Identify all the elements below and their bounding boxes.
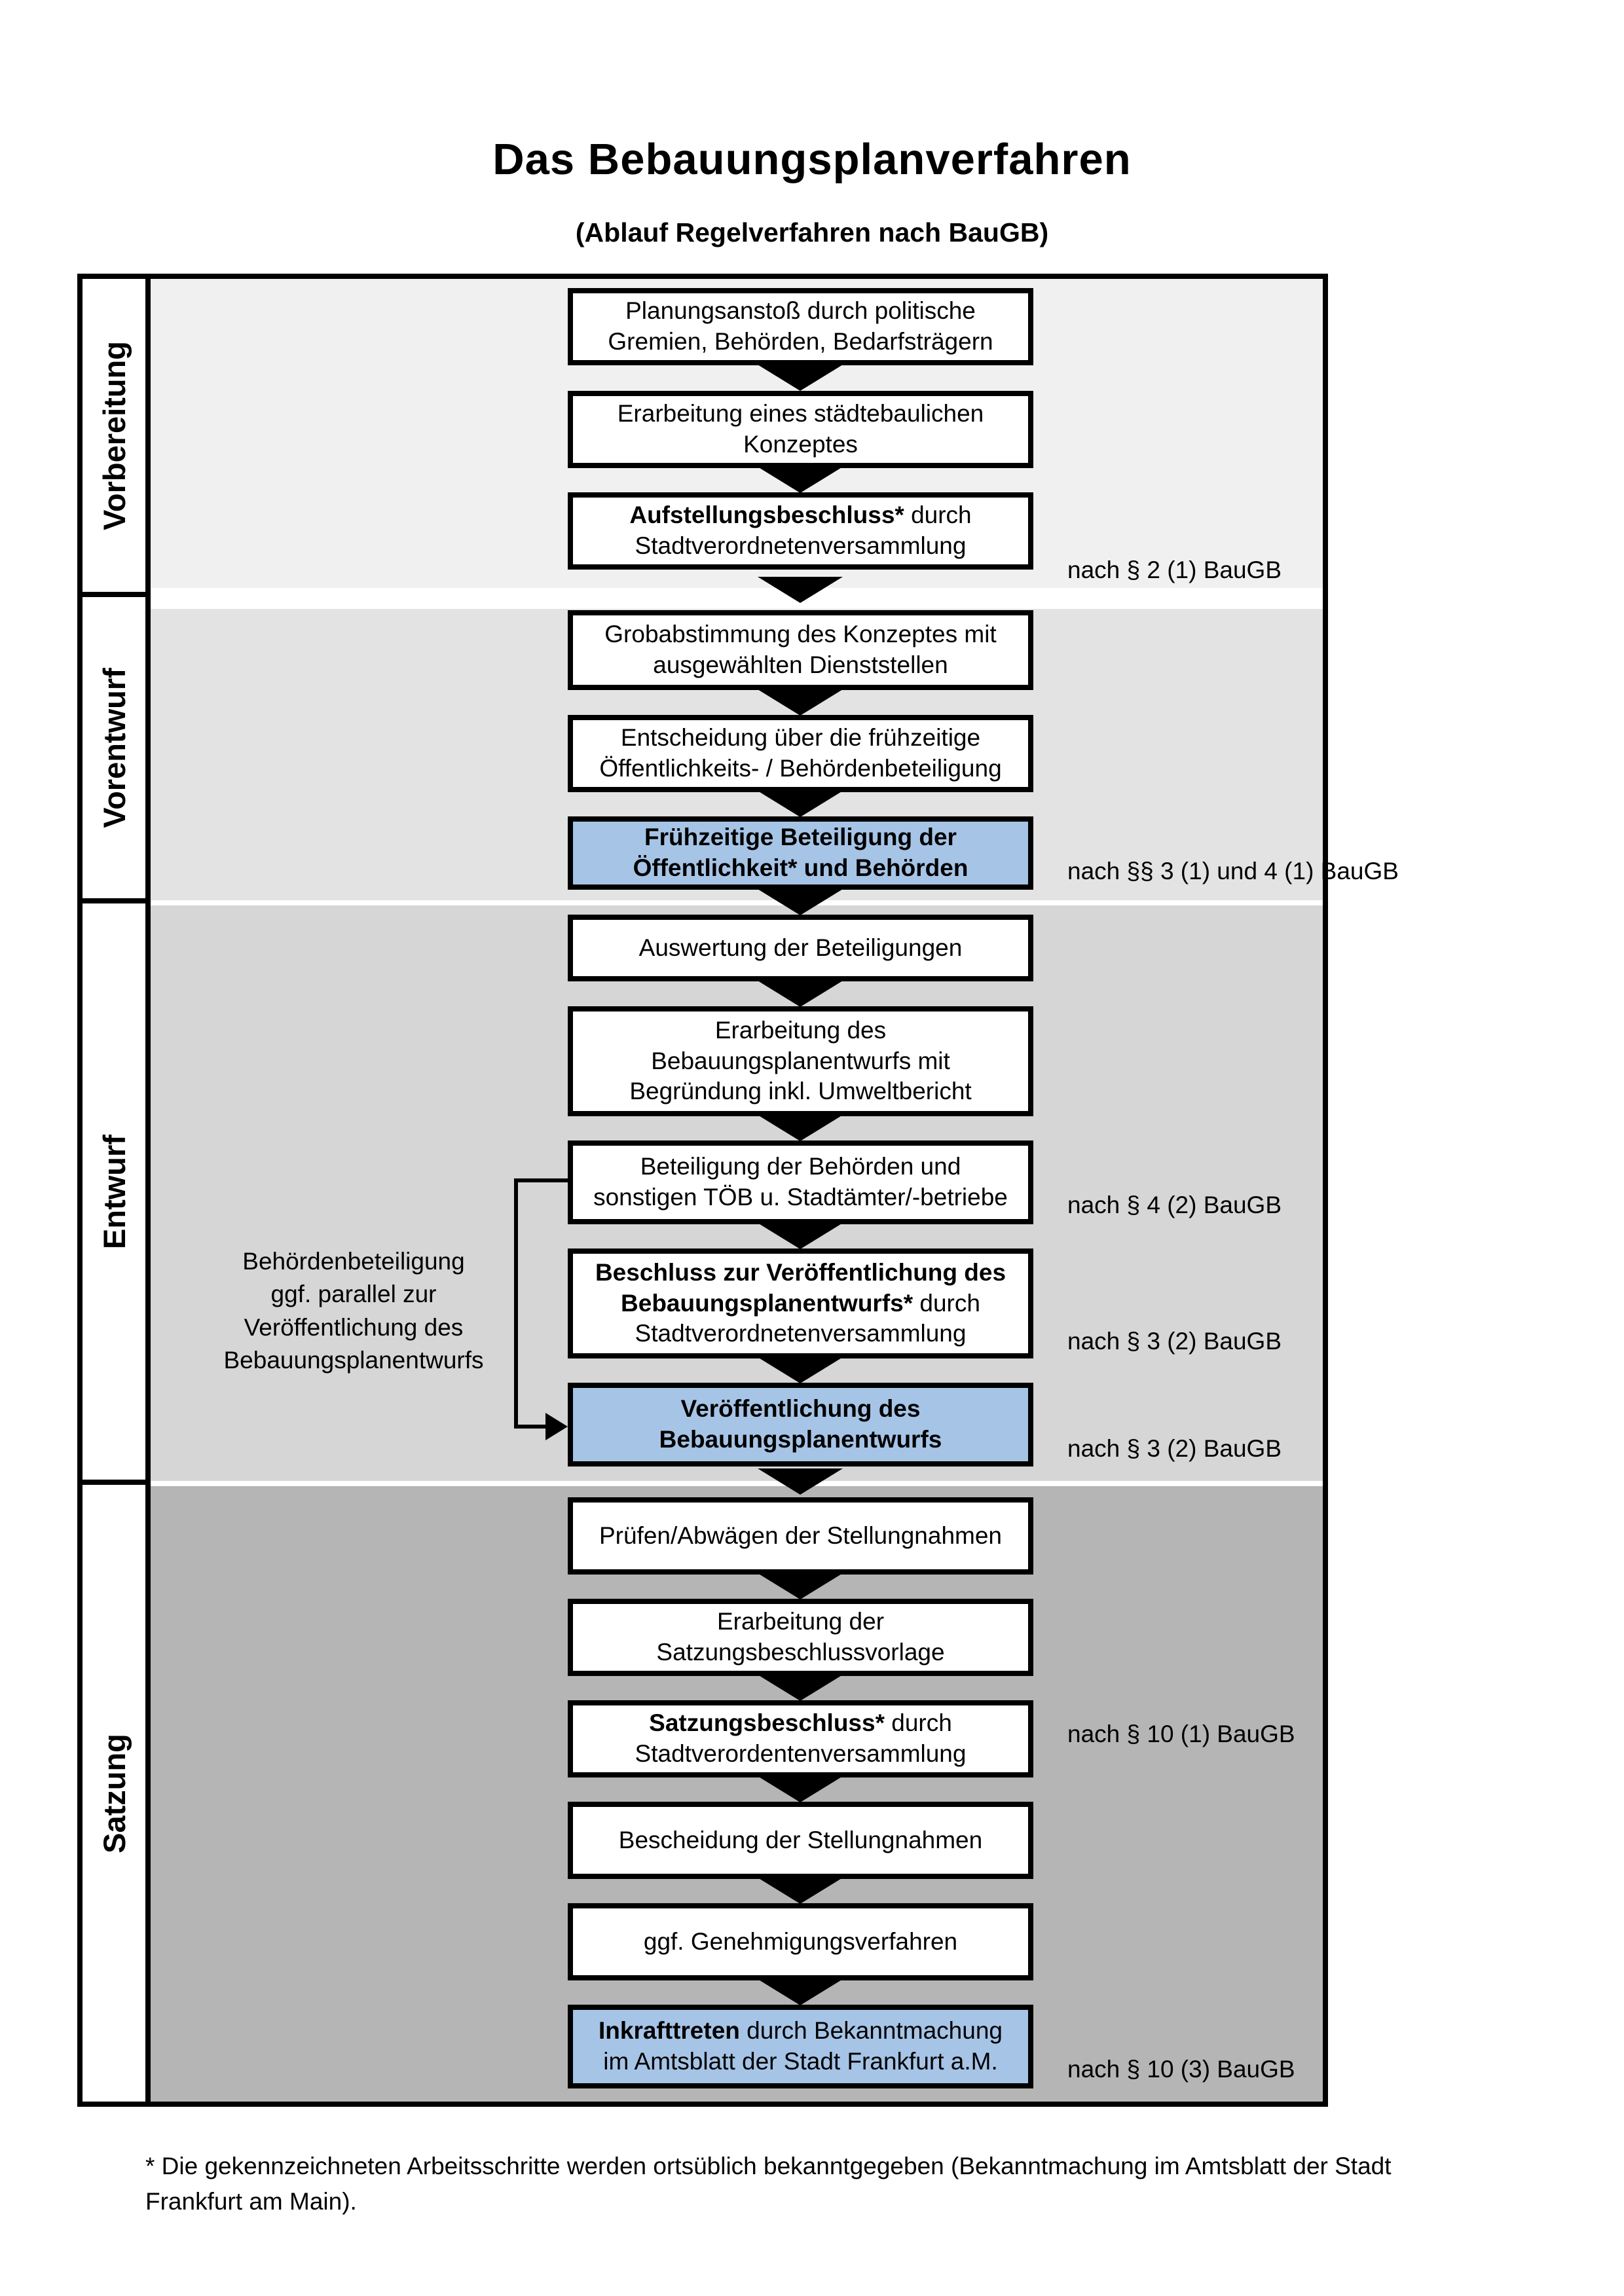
bracket-arrow-right-icon [545, 1413, 568, 1440]
phase-label-vorentwurf: Vorentwurf [96, 667, 132, 828]
arrow-down-icon [758, 1979, 843, 2005]
flow-area: Planungsanstoß durch politische Gremien,… [151, 279, 1399, 2102]
law-ref-veroeffentlichung: nach § 3 (2) BauGB [1067, 1435, 1282, 1462]
bracket-line-top [514, 1178, 572, 1182]
flow-box-aufstellungsbeschluss: Aufstellungsbeschluss* durch Stadtverord… [568, 492, 1033, 570]
phase-cell-entwurf: Entwurf [83, 903, 145, 1485]
footnote: * Die gekennzeichneten Arbeitsschritte w… [145, 2153, 1392, 2215]
flow-box-satzungsbeschluss: Satzungsbeschluss* durch Stadtverordente… [568, 1700, 1033, 1777]
flow-box-veroeffentlichung: Veröffentlichung des Bebauungsplanentwur… [568, 1383, 1033, 1467]
law-ref-inkrafttreten: nach § 10 (3) BauGB [1067, 2056, 1295, 2083]
phase-cell-vorbereitung: Vorbereitung [83, 279, 145, 597]
arrow-down-icon [758, 689, 843, 716]
flow-box-auswertung: Auswertung der Beteiligungen [568, 915, 1033, 981]
law-ref-beschluss-veroeffentlichung: nach § 3 (2) BauGB [1067, 1328, 1282, 1355]
bracket-line-vertical [514, 1178, 518, 1429]
flow-box-entscheidung-beteiligung: Entscheidung über die frühzeitige Öffent… [568, 715, 1033, 792]
flow-box-inkrafttreten: Inkrafttreten durch Bekanntmachung im Am… [568, 2005, 1033, 2088]
arrow-down-icon [758, 365, 843, 391]
phase-cell-vorentwurf: Vorentwurf [83, 597, 145, 903]
flow-box-bescheidung: Bescheidung der Stellungnahmen [568, 1802, 1033, 1879]
law-ref-satzungsbeschluss: nach § 10 (1) BauGB [1067, 1721, 1295, 1747]
arrow-down-icon [758, 1468, 843, 1495]
flow-box-genehmigungsverfahren: ggf. Genehmigungsverfahren [568, 1903, 1033, 1980]
phase-label-entwurf: Entwurf [96, 1134, 132, 1249]
arrow-down-icon [758, 889, 843, 915]
law-ref-aufstellungsbeschluss: nach § 2 (1) BauGB [1067, 556, 1282, 583]
flow-box-fruehzeitige-beteiligung: Frühzeitige Beteiligung der Öffentlichke… [568, 816, 1033, 890]
phase-cell-satzung: Satzung [83, 1485, 145, 2102]
phase-label-vorbereitung: Vorbereitung [96, 340, 132, 530]
page-subtitle: (Ablauf Regelverfahren nach BauGB) [575, 217, 1049, 247]
flow-box-erarbeitung-entwurf: Erarbeitung des Bebauungsplanentwurfs mi… [568, 1006, 1033, 1116]
arrow-down-icon [758, 981, 843, 1007]
law-ref-fruehzeitige-beteiligung: nach §§ 3 (1) und 4 (1) BauGB [1067, 858, 1399, 884]
arrow-down-icon [758, 1357, 843, 1383]
arrow-down-icon [758, 1223, 843, 1249]
flow-box-staedtebauliches-konzept: Erarbeitung eines städtebaulichen Konzep… [568, 391, 1033, 468]
flow-box-pruefen-abwaegen: Prüfen/Abwägen der Stellungnahmen [568, 1497, 1033, 1575]
arrow-down-icon [758, 1573, 843, 1599]
arrow-down-icon [758, 791, 843, 817]
flow-box-grobabstimmung: Grobabstimmung des Konzeptes mit ausgewä… [568, 610, 1033, 690]
arrow-down-icon [758, 1776, 843, 1802]
phase-label-satzung: Satzung [96, 1733, 132, 1853]
section-bg-satzung [151, 1486, 1323, 2102]
arrow-down-icon [758, 577, 843, 603]
flow-box-planungsanstoss: Planungsanstoß durch politische Gremien,… [568, 288, 1033, 365]
bracket-line-bottom [514, 1425, 548, 1429]
flow-box-behoerdenbeteiligung: Beteiligung der Behörden und sonstigen T… [568, 1140, 1033, 1224]
page-title: Das Bebauungsplanverfahren [492, 135, 1132, 184]
side-annotation: Behördenbeteiligung ggf. parallel zur Ve… [223, 1248, 484, 1374]
arrow-down-icon [758, 467, 843, 493]
flow-box-satzungsbeschlussvorlage: Erarbeitung der Satzungsbeschlussvorlage [568, 1599, 1033, 1676]
phase-label-column: Vorbereitung Vorentwurf Entwurf Satzung [83, 279, 151, 2102]
arrow-down-icon [758, 1878, 843, 1904]
flow-box-beschluss-veroeffentlichung: Beschluss zur Veröffentlichung des Bebau… [568, 1248, 1033, 1358]
arrow-down-icon [758, 1675, 843, 1701]
diagram-frame: Vorbereitung Vorentwurf Entwurf Satzung … [77, 274, 1399, 2107]
law-ref-behoerdenbeteiligung: nach § 4 (2) BauGB [1067, 1192, 1282, 1218]
arrow-down-icon [758, 1115, 843, 1141]
